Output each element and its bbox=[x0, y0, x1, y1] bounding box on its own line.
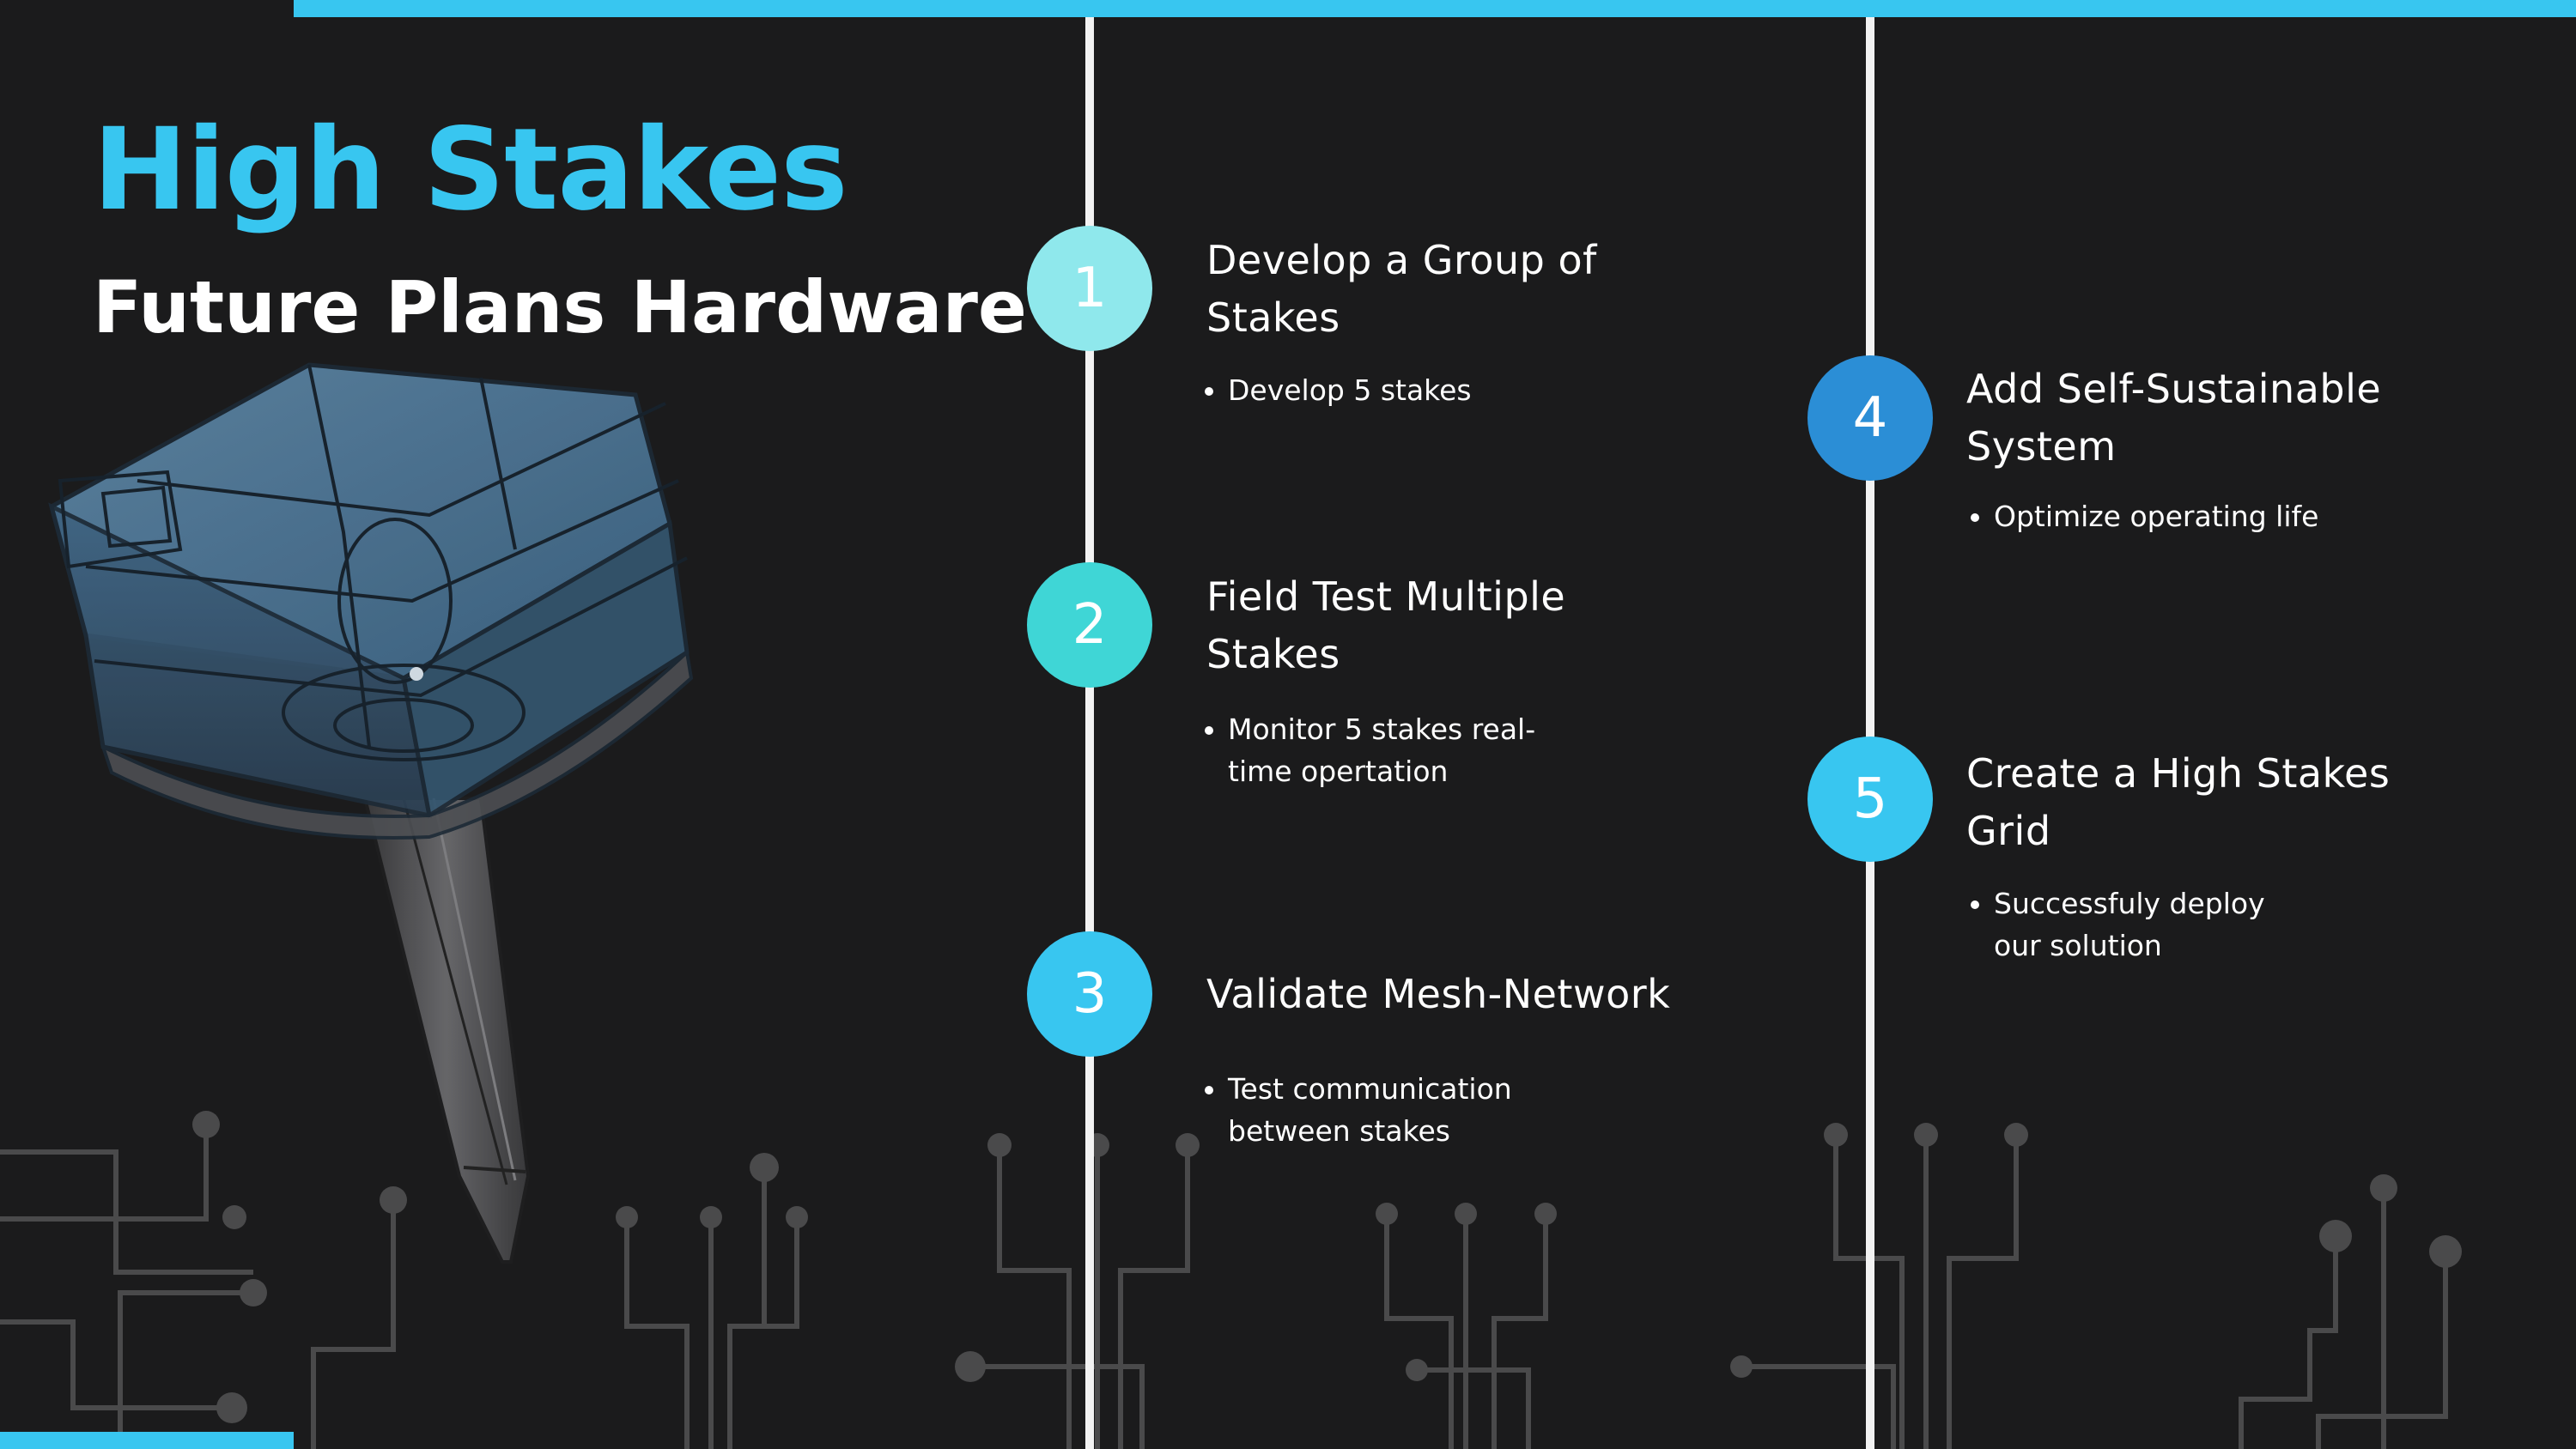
step-1-title: Develop a Group of Stakes bbox=[1206, 237, 1597, 341]
step-5-number-badge: 5 bbox=[1807, 737, 1933, 862]
step-2-number: 2 bbox=[1072, 593, 1108, 657]
top-accent-bar bbox=[294, 0, 2576, 17]
slide-title: High Stakes bbox=[93, 104, 848, 236]
step-4-number-badge: 4 bbox=[1807, 355, 1933, 481]
step-4-number: 4 bbox=[1852, 386, 1888, 450]
step-5-number: 5 bbox=[1852, 767, 1888, 831]
step-2-bullet: Monitor 5 stakes real-time opertation bbox=[1228, 708, 1535, 792]
step-1-number-badge: 1 bbox=[1027, 226, 1152, 351]
step-4-title: Add Self-Sustainable System bbox=[1966, 366, 2382, 470]
step-1-number: 1 bbox=[1072, 257, 1108, 320]
step-5-title: Create a High Stakes Grid bbox=[1966, 750, 2391, 854]
step-4-bullets: Optimize operating life bbox=[1942, 495, 2318, 537]
step-3-title: Validate Mesh-Network bbox=[1206, 971, 1671, 1017]
step-1-bullet: Develop 5 stakes bbox=[1228, 369, 1472, 411]
step-2-number-badge: 2 bbox=[1027, 562, 1152, 688]
step-2-title: Field Test Multiple Stakes bbox=[1206, 573, 1566, 677]
timeline-line-left bbox=[1085, 17, 1094, 1449]
bottom-accent-bar bbox=[0, 1432, 294, 1449]
timeline-line-right bbox=[1866, 17, 1874, 1449]
step-4-bullet: Optimize operating life bbox=[1994, 495, 2318, 537]
step-1-bullets: Develop 5 stakes bbox=[1176, 369, 1472, 411]
step-3-number: 3 bbox=[1072, 962, 1108, 1026]
step-2-bullets: Monitor 5 stakes real-time opertation bbox=[1176, 708, 1535, 792]
step-3-number-badge: 3 bbox=[1027, 931, 1152, 1057]
slide-subtitle: Future Plans Hardware bbox=[93, 265, 1027, 349]
